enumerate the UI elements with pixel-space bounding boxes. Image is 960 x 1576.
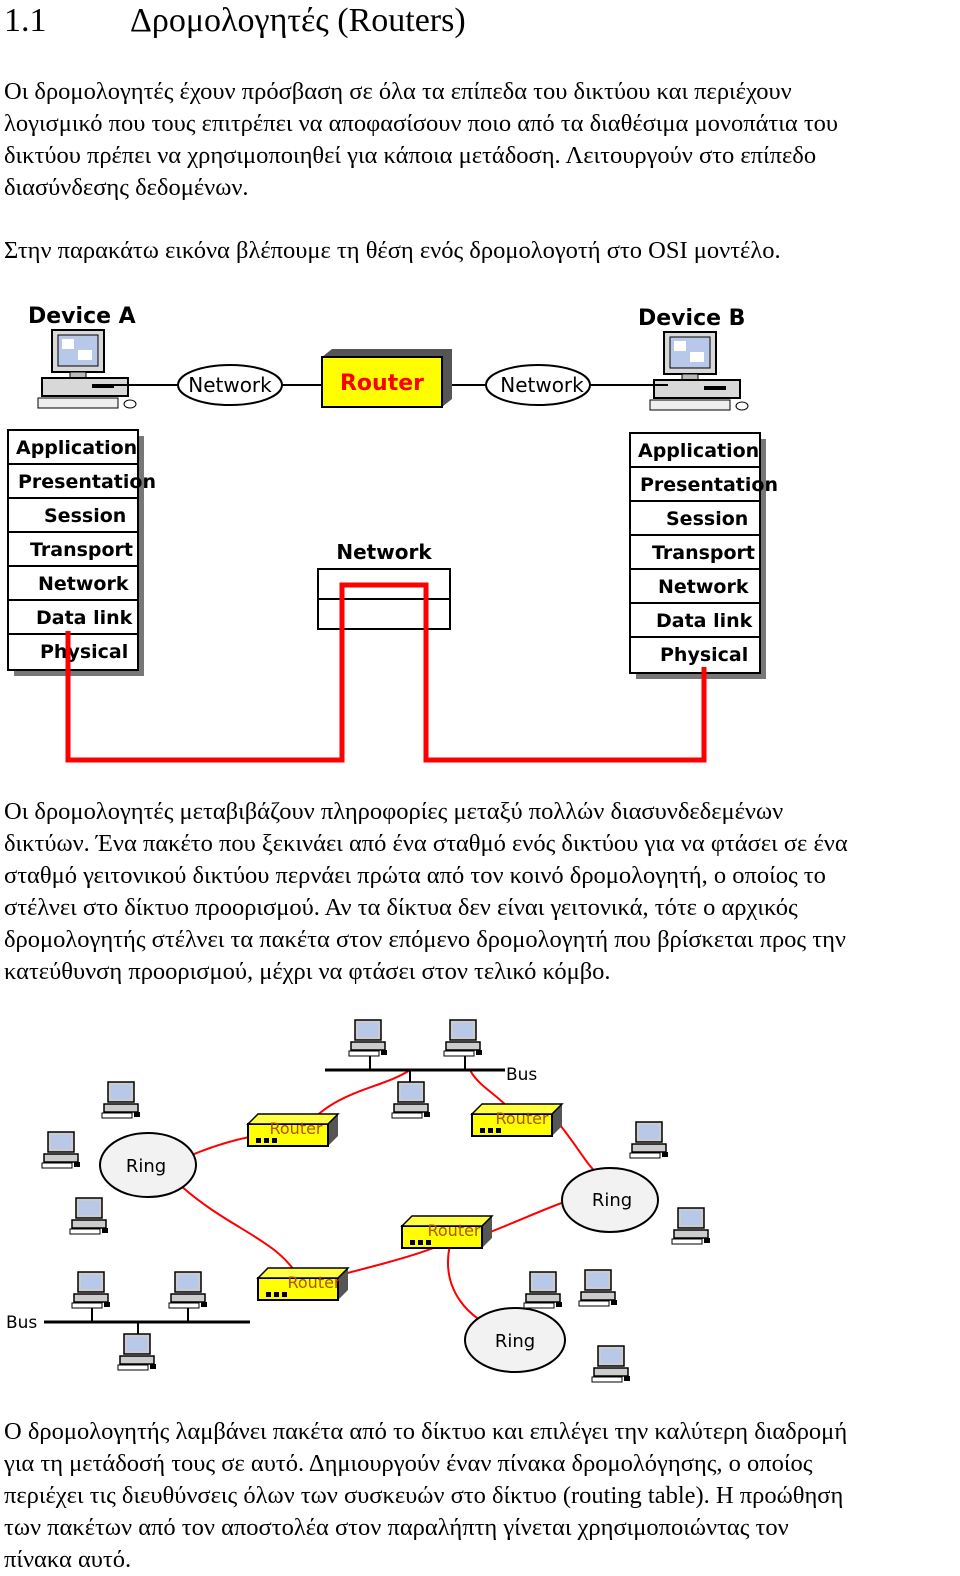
ring-bottom: Ring bbox=[464, 1307, 566, 1373]
layer-label: Data link bbox=[656, 610, 753, 632]
layer-label: Data link bbox=[36, 607, 133, 629]
bus-left-label: Bus bbox=[6, 1313, 37, 1333]
data-path-line bbox=[65, 582, 707, 763]
ring-left: Ring bbox=[99, 1132, 197, 1198]
router-box-icon: Router bbox=[321, 349, 452, 408]
device-b-label: Device B bbox=[638, 306, 745, 331]
text-line: λογισμικό που τους επιτρέπει να αποφασίσ… bbox=[4, 110, 839, 137]
layer-label: Presentation bbox=[18, 471, 156, 493]
layer-label: Network bbox=[658, 576, 749, 598]
router-label: Router bbox=[269, 1119, 322, 1138]
text-line: στέλνει στο δίκτυο προορισμού. Αν τα δίκ… bbox=[4, 894, 798, 921]
router-label: Router bbox=[287, 1273, 340, 1292]
router-icon: Router bbox=[257, 1267, 349, 1301]
text-line: δρομολογητής στέλνει τα πακέτα στον επόμ… bbox=[4, 926, 846, 953]
router-icon: Router bbox=[247, 1113, 339, 1147]
network-cloud-left-icon: Network bbox=[177, 364, 283, 406]
routing-table-paragraph: Ο δρομολογητής λαμβάνει πακέτα από το δί… bbox=[4, 1416, 960, 1576]
device-b-computer-icon bbox=[649, 331, 749, 411]
routing-paragraph: Οι δρομολογητές μεταβιβάζουν πληροφορίες… bbox=[4, 796, 960, 988]
router-icon: Router bbox=[401, 1215, 493, 1249]
bus-top-label: Bus bbox=[506, 1065, 537, 1085]
osi-stack-right: Application Presentation Session Transpo… bbox=[629, 432, 778, 680]
ring-right-label: Ring bbox=[592, 1190, 632, 1211]
router-label: Router bbox=[495, 1109, 548, 1128]
text-line: κατεύθυνση προορισμού, μέχρι να φτάσει σ… bbox=[4, 958, 611, 985]
router-label: Router bbox=[427, 1221, 480, 1240]
ring-bottom-label: Ring bbox=[495, 1331, 535, 1352]
network-cloud-right-label: Network bbox=[500, 373, 584, 397]
text-line: διασύνδεσης δεδομένων. bbox=[4, 174, 249, 201]
text-line: πίνακα αυτό. bbox=[4, 1546, 132, 1573]
router-label: Router bbox=[340, 371, 424, 396]
text-line: δικτύων. Ένα πακέτο που ξεκινάει από ένα… bbox=[4, 830, 848, 857]
network-cloud-right-icon: Network bbox=[485, 364, 591, 406]
ring-left-label: Ring bbox=[126, 1156, 166, 1177]
text-line: σταθμό γειτονικού δικτύου περνάει πρώτα … bbox=[4, 862, 826, 889]
router-icon: Router bbox=[471, 1103, 563, 1137]
intro-paragraph: Οι δρομολογητές έχουν πρόσβαση σε όλα τα… bbox=[4, 76, 960, 204]
section-title: Δρομολογητές (Routers) bbox=[130, 2, 466, 39]
network-cloud-left-label: Network bbox=[188, 373, 272, 397]
page-title: 1.1 Δρομολογητές (Routers) bbox=[4, 0, 466, 42]
text-line: των πακέτων από τον αποστολέα στον παραλ… bbox=[4, 1514, 789, 1541]
layer-label: Application bbox=[16, 437, 137, 459]
layer-label: Presentation bbox=[640, 474, 778, 496]
text-line: Στην παρακάτω εικόνα βλέπουμε τη θέση εν… bbox=[4, 237, 781, 264]
layer-label: Physical bbox=[660, 644, 748, 666]
text-line: Οι δρομολογητές μεταβιβάζουν πληροφορίες… bbox=[4, 798, 784, 825]
figure-intro: Στην παρακάτω εικόνα βλέπουμε τη θέση εν… bbox=[4, 235, 960, 267]
router-layer-label: Network bbox=[336, 540, 432, 564]
layer-label: Network bbox=[38, 573, 129, 595]
layer-label: Session bbox=[44, 505, 126, 527]
osi-stack-left: Application Presentation Session Transpo… bbox=[7, 429, 156, 677]
osi-router-figure: Device A Device B Network Network Router… bbox=[7, 304, 778, 763]
device-a-computer-icon bbox=[37, 329, 137, 409]
ring-right: Ring bbox=[561, 1167, 659, 1233]
layer-label: Physical bbox=[40, 641, 128, 663]
device-a-label: Device A bbox=[28, 304, 136, 329]
layer-label: Session bbox=[666, 508, 748, 530]
section-number: 1.1 bbox=[4, 2, 47, 39]
text-line: Οι δρομολογητές έχουν πρόσβαση σε όλα τα… bbox=[4, 78, 792, 105]
text-line: Ο δρομολογητής λαμβάνει πακέτα από το δί… bbox=[4, 1418, 848, 1445]
text-line: περιέχει τις διευθύνσεις όλων των συσκευ… bbox=[4, 1482, 844, 1509]
network-topology-figure: Bus Ring Ring Ring Bus Router Rou bbox=[6, 1019, 711, 1383]
layer-label: Application bbox=[638, 440, 759, 462]
text-line: δικτύου πρέπει να χρησιμοποιηθεί για κάπ… bbox=[4, 142, 817, 169]
text-line: για τη μετάδοσή τους σε αυτό. Δημιουργού… bbox=[4, 1450, 813, 1477]
layer-label: Transport bbox=[30, 539, 133, 561]
layer-label: Transport bbox=[652, 542, 755, 564]
